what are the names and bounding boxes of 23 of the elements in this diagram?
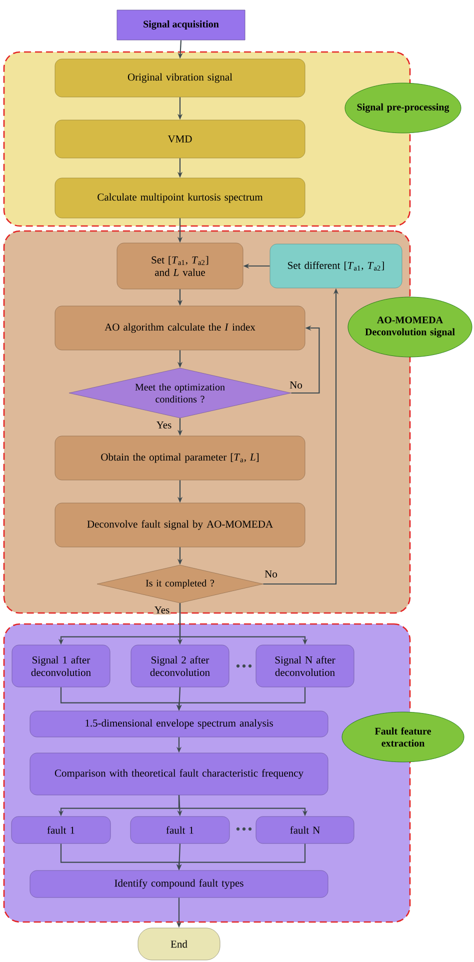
- process-box: Set [T$_{a1}$, T$_{a2}$] and L value: [116, 242, 244, 290]
- process-box: Original vibration signal: [54, 58, 306, 98]
- edge-label: No: [264, 570, 278, 578]
- edge-label: No: [288, 380, 304, 390]
- process-box: 1.5-dimensional envelope spectrum analysis: [30, 710, 328, 738]
- process-box: Signal 1 after deconvolution: [12, 644, 110, 688]
- process-box: AO algorithm calculate the I index: [54, 306, 306, 350]
- process-box: Identify compound fault types: [30, 870, 328, 898]
- edge-label: Yes: [153, 606, 171, 614]
- process-box: Signal N after deconvolution: [256, 644, 354, 688]
- edge-label: Yes: [155, 420, 173, 430]
- process-box: Calculate multipoint kurtosis spectrum: [54, 178, 306, 218]
- process-box: Signal 2 after deconvolution: [130, 644, 230, 688]
- process-box: Set different [T$_{a1}$, T$_{a2}$]: [270, 244, 402, 288]
- process-box: VMD: [54, 120, 306, 158]
- process-box: fault 1: [11, 816, 111, 844]
- start-terminal: Signal acquisition: [116, 10, 246, 40]
- process-box: Deconvolve fault signal by AO-MOMEDA: [54, 502, 306, 548]
- process-box: Comparison with theoretical fault characteristic frequency: [30, 752, 328, 796]
- process-box: fault N: [256, 816, 354, 844]
- process-box: fault 1: [130, 816, 230, 844]
- end-terminal: End: [138, 928, 220, 960]
- process-box: Obtain the optimal parameter [T$_{a}$, L]: [54, 436, 306, 480]
